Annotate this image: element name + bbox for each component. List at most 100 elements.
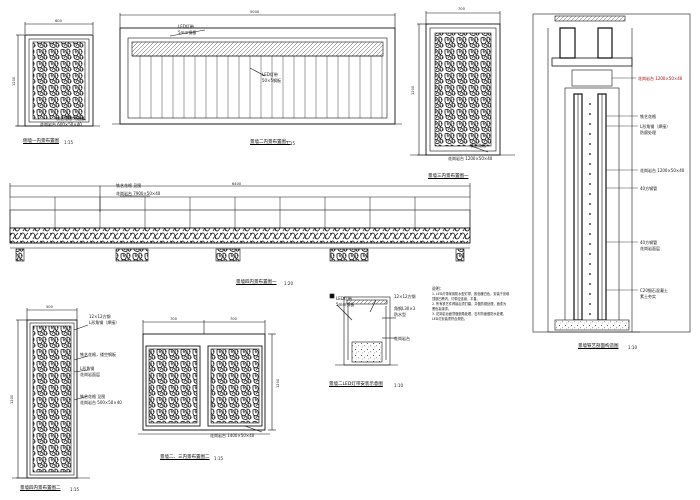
notes-line-4: 黑色氟碳漆。 (432, 307, 452, 311)
led-dot (589, 143, 591, 145)
elev-side-single (15, 22, 100, 127)
elev-wall-three-height: 1200 (411, 85, 415, 95)
elev-wall-three (410, 11, 515, 156)
elev-side-two-callout-3: 铁艺花格，镂空钢板 (80, 352, 116, 357)
led-dot (589, 183, 591, 185)
elev-wall-three-title: 景墙三内景布置图一 (428, 174, 469, 179)
elev-double (138, 320, 276, 435)
elev-long (9, 183, 471, 249)
detail-led-callout-5: 防水型 (394, 312, 406, 317)
elev-side-single-title: 侧墙一内景布置图 (23, 139, 59, 144)
detail-led-title: 景墙二LED灯带安装示意图 (329, 382, 383, 387)
section-leaders (606, 77, 638, 291)
led-dot (589, 113, 591, 115)
elev-side-two-callout-5: 花岗岩面层 (80, 372, 100, 377)
elev-double-title: 景墙二、三内景布置图二 (160, 455, 210, 460)
section-callout-1: 花岗岩台 1200×50×40 (638, 76, 683, 81)
elev-side-two-callout-4: L形角钢 (80, 366, 95, 371)
notes-line-5: 3. 花岗岩台面须做倒角处理，石材背面做防水处理， (432, 312, 507, 316)
elev-long-scale: 1:20 (284, 281, 293, 286)
led-dot (589, 153, 591, 155)
notes-line-6: LED灯安装须符合规范。 (432, 317, 467, 321)
elev-double-callout-1: 花岗岩台 1400×50×40 (210, 433, 255, 438)
notes-heading: 说明： (432, 286, 444, 291)
elev-side-single-width: 600 (55, 19, 62, 23)
elev-wall-two-callout-1: LED灯带 (178, 24, 194, 29)
elev-side-two-width: 500 (46, 305, 53, 309)
led-dot (589, 303, 591, 305)
section-callout-5: 花岗岩台 1200×50×40 (640, 168, 685, 173)
elev-wall-three-callout-2: 花岗岩台 1200×50×40 (448, 156, 493, 161)
detail-led-callout-4: 角钢L30×3 (394, 306, 416, 311)
elev-side-two-scale: 1:15 (70, 487, 79, 492)
elev-side-single-height: 1200 (12, 76, 16, 86)
section-callout-8: 花岗岩面层 (640, 246, 660, 251)
elev-wall-three-width: 700 (458, 7, 465, 11)
led-dot (589, 293, 591, 295)
section-callout-7: 40方钢管 (640, 240, 658, 245)
elev-wall-two-callout-3: LED灯带 (262, 72, 278, 77)
led-dot (589, 163, 591, 165)
elev-double-height: 1200 (276, 378, 280, 388)
led-dot (589, 223, 591, 225)
led-dot (589, 123, 591, 125)
elev-wall-two-width: 5000 (250, 10, 260, 14)
led-dot (589, 213, 591, 215)
section-title: 景墙铁艺剖面构造图 (578, 344, 619, 349)
notes-line-1: 1. LED灯带采用防水型灯带，颜色暖白色，安装于景墙 (432, 292, 510, 296)
elev-long-width: 6400 (232, 182, 242, 186)
elev-double-width-1: 700 (170, 317, 177, 321)
elev-double-width-2: 700 (230, 317, 237, 321)
section-callout-9: C20细石混凝土 (640, 288, 668, 293)
elev-side-single-callout-1: 铁艺花格（见图） (56, 116, 88, 121)
led-dot (589, 103, 591, 105)
led-dot (589, 253, 591, 255)
elev-side-two-callout-6: 铁艺花格 见图 (80, 394, 106, 399)
section-scale: 1:10 (628, 345, 637, 350)
led-dot (589, 243, 591, 245)
long-wall-posts (9, 197, 471, 228)
led-dot (589, 133, 591, 135)
detail-led-callout-3: 12×12方钢 (394, 294, 416, 299)
elev-wall-two-title: 景墙二内景布置图一 (250, 140, 291, 145)
elev-wall-two (112, 13, 402, 125)
elev-side-single-scale: 1:15 (64, 140, 73, 145)
section-callout-10: 素土夯实 (640, 294, 656, 299)
elev-wall-two-scale: 1:15 (286, 141, 295, 146)
long-wall-bases (15, 248, 465, 262)
detail-led-callout-1: LED灯带 (336, 296, 352, 301)
elev-long-callout-1: 铁艺花格 见图 (116, 183, 142, 188)
elev-side-two-height: 1200 (10, 394, 14, 404)
elev-long-title: 景墙四内景布置图一 (236, 280, 277, 285)
led-dot (589, 283, 591, 285)
notes-line-3: 2. 所有铁艺件焊接后须打磨，并做防锈处理，面漆为 (432, 302, 507, 306)
led-dot (589, 203, 591, 205)
elev-side-single-callout-2: 花岗岩台 600×50×40 (40, 122, 82, 127)
elev-side-two-title: 景墙四内景布置图二 (20, 486, 61, 491)
section-callout-6: 40方钢管 (640, 186, 658, 191)
elev-wall-two-callout-4: 50×5钢板 (262, 78, 281, 83)
elev-side-two-callout-1: 12×12方钢 (89, 314, 111, 319)
led-dot (589, 233, 591, 235)
led-dot (589, 193, 591, 195)
wall-two-slats (139, 56, 383, 118)
led-dot (589, 263, 591, 265)
section-callout-4: 防腐处理 (640, 130, 656, 135)
led-dot (589, 313, 591, 315)
section-callout-3: L形角钢（焊接） (640, 124, 671, 129)
led-dot (589, 173, 591, 175)
elev-wall-three-callout-1: 铁艺花格 (470, 143, 486, 148)
led-dot (589, 273, 591, 275)
elev-double-scale: 1:15 (214, 456, 223, 461)
notes-line-2: 顶部凹槽内，灯带应连续、平直。 (432, 297, 480, 301)
section-callout-2: 铁艺花格 (640, 114, 656, 119)
elev-side-two-callout-7: 花岗岩台 500×50×40 (80, 400, 122, 405)
elev-side-two (12, 308, 90, 479)
detail-led-callout-6: 花岗岩台 (394, 336, 410, 341)
detail-led-scale: 1:10 (394, 383, 403, 388)
section-dots (589, 103, 591, 315)
elev-wall-two-callout-2: 5mm钢板 (178, 30, 197, 35)
elev-side-two-callout-2: L形角钢（焊接） (89, 320, 120, 325)
